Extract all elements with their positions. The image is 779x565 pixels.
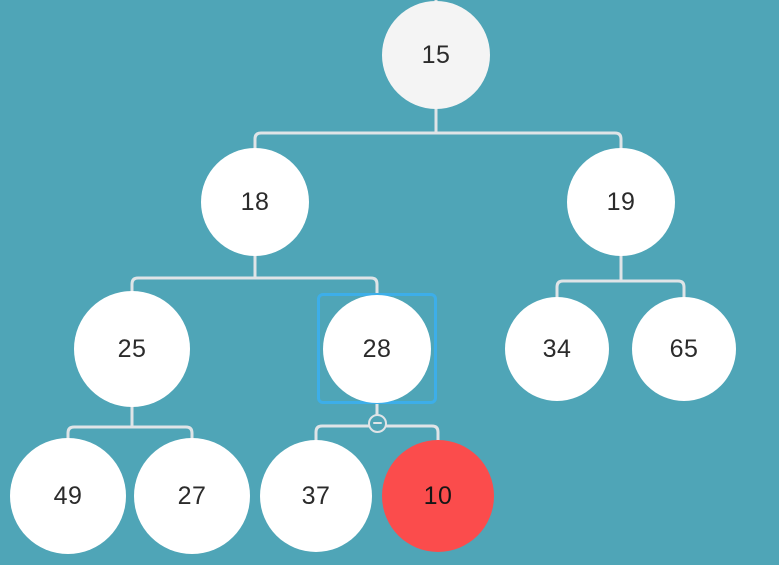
tree-edge xyxy=(66,425,134,446)
tree-edge xyxy=(619,279,686,305)
tree-node-25[interactable]: 25 xyxy=(74,291,190,407)
tree-edge xyxy=(375,424,440,448)
tree-node-65[interactable]: 65 xyxy=(632,297,736,401)
minus-bar xyxy=(372,422,382,424)
tree-edge xyxy=(314,424,379,448)
tree-node-18[interactable]: 18 xyxy=(201,148,309,256)
tree-edge xyxy=(555,279,623,305)
tree-edge xyxy=(253,276,379,303)
tree-edge xyxy=(130,425,194,446)
tree-edge xyxy=(253,131,438,156)
tree-edge xyxy=(434,131,623,156)
tree-node-27[interactable]: 27 xyxy=(134,438,250,554)
tree-node-37[interactable]: 37 xyxy=(260,440,372,552)
tree-node-34[interactable]: 34 xyxy=(505,297,609,401)
tree-node-10[interactable]: 10 xyxy=(382,440,494,552)
tree-node-19[interactable]: 19 xyxy=(567,148,675,256)
minus-circle-icon[interactable] xyxy=(367,413,387,433)
tree-node-28[interactable]: 28 xyxy=(323,295,431,403)
tree-node-49[interactable]: 49 xyxy=(10,438,126,554)
tree-edge xyxy=(130,276,257,299)
tree-node-15[interactable]: 15 xyxy=(382,1,490,109)
